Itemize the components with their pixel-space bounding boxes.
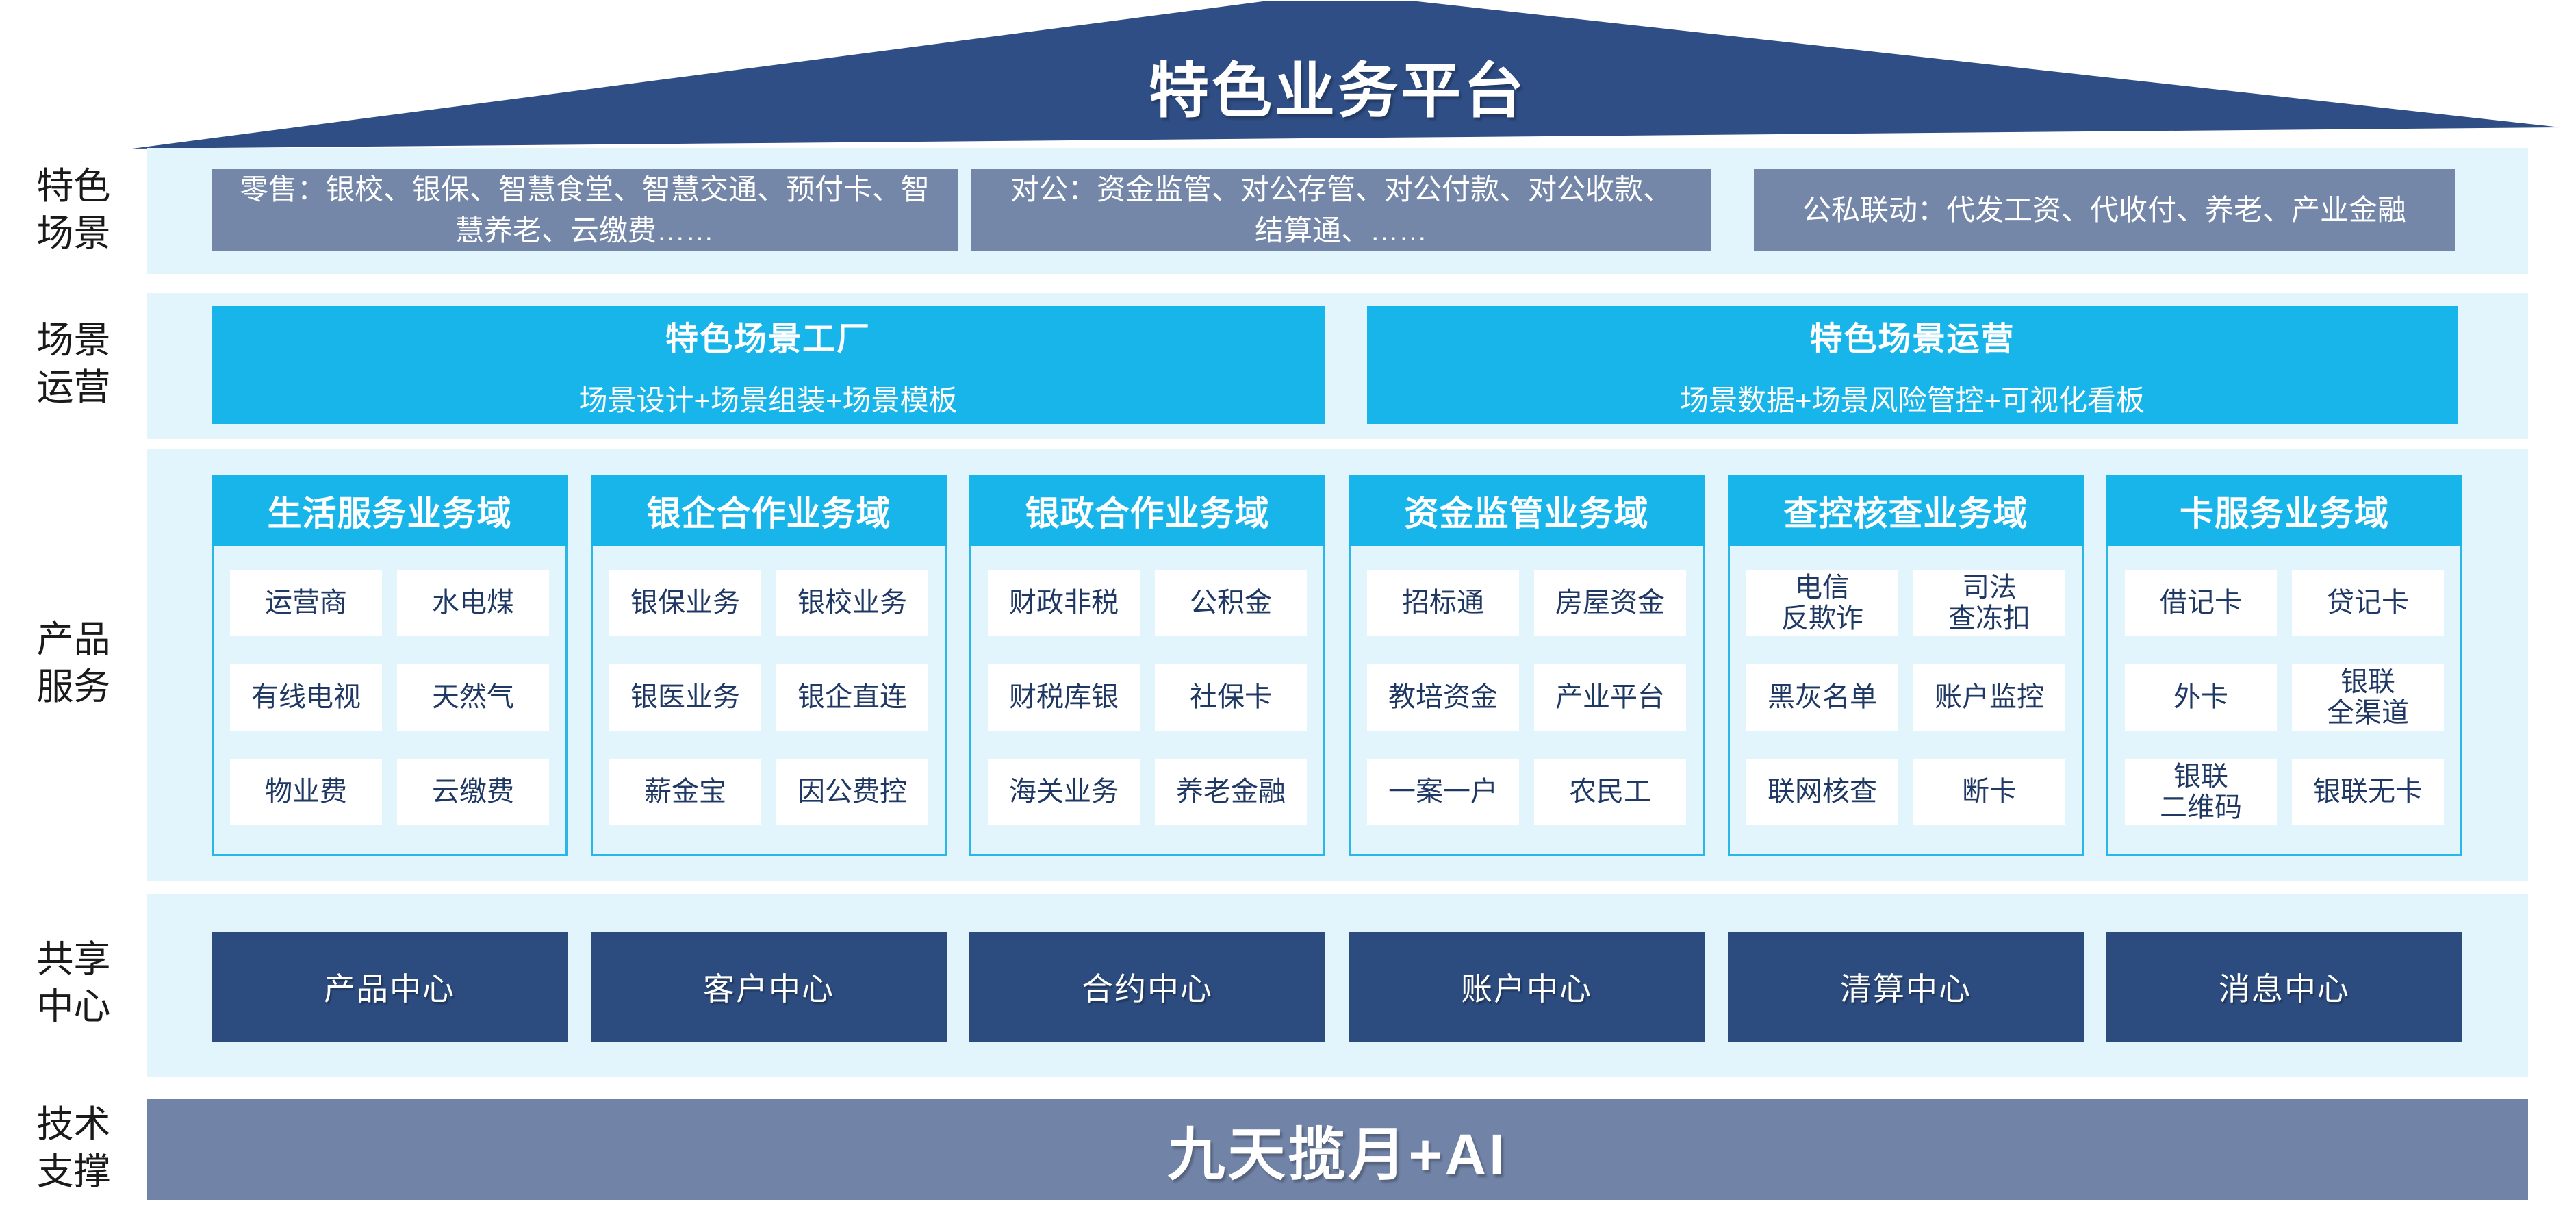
scenario-operation-box: 特色场景运营 场景数据+场景风险管控+可视化看板	[1367, 306, 2458, 424]
domain-cell: 账户监控	[1913, 664, 2065, 731]
domain-header: 银企合作业务域	[591, 475, 947, 546]
scenario-factory-subtitle: 场景设计+场景组装+场景模板	[578, 384, 958, 416]
domain-cell: 招标通	[1367, 570, 1519, 636]
domain-cell: 电信 反欺诈	[1746, 570, 1898, 636]
side-label-line: 中心	[36, 986, 111, 1028]
domain-cell: 薪金宝	[609, 759, 761, 825]
domain-cell: 财税库银	[988, 664, 1140, 731]
shared-center-product: 产品中心	[212, 932, 568, 1042]
domain-body: 财政非税 公积金 财税库银 社保卡 海关业务 养老金融	[969, 546, 1325, 856]
domain-column-card-services: 卡服务业务域 借记卡 贷记卡 外卡 银联 全渠道 银联 二维码 银联无卡	[2106, 475, 2462, 856]
side-label-line: 场景	[36, 320, 111, 361]
domain-header: 卡服务业务域	[2106, 475, 2462, 546]
domain-cell: 公积金	[1155, 570, 1307, 636]
domain-cell: 水电煤	[397, 570, 549, 636]
side-label-line: 运营	[36, 367, 111, 409]
domain-body: 借记卡 贷记卡 外卡 银联 全渠道 银联 二维码 银联无卡	[2106, 546, 2462, 856]
domain-header: 查控核查业务域	[1728, 475, 2084, 546]
scenario-box-retail: 零售：银校、银保、智慧食堂、智慧交通、预付卡、智慧养老、云缴费……	[212, 169, 958, 251]
domain-cell: 银联 全渠道	[2292, 664, 2444, 731]
side-label-line: 服务	[36, 666, 111, 708]
side-label-products: 产品 服务	[0, 616, 147, 711]
domain-cell: 天然气	[397, 664, 549, 731]
domain-cell: 因公费控	[776, 759, 928, 825]
domain-header: 资金监管业务域	[1349, 475, 1705, 546]
scenario-operation-title: 特色场景运营	[1809, 320, 2015, 357]
domain-cell: 银校业务	[776, 570, 928, 636]
scenario-box-public-private: 公私联动：代发工资、代收付、养老、产业金融	[1754, 169, 2455, 251]
domain-header: 生活服务业务域	[212, 475, 568, 546]
domain-cell: 房屋资金	[1534, 570, 1686, 636]
domain-body: 运营商 水电煤 有线电视 天然气 物业费 云缴费	[212, 546, 568, 856]
shared-center-customer: 客户中心	[591, 932, 947, 1042]
side-label-line: 共享	[36, 939, 111, 980]
side-label-scenarios: 特色 场景	[0, 163, 147, 257]
shared-center-account: 账户中心	[1349, 932, 1705, 1042]
domain-cell: 有线电视	[230, 664, 382, 731]
domain-cell: 银联无卡	[2292, 759, 2444, 825]
domain-cell: 借记卡	[2125, 570, 2277, 636]
products-band: 生活服务业务域 运营商 水电煤 有线电视 天然气 物业费 云缴费 银企合作业务域…	[147, 449, 2528, 881]
shared-centers-band: 产品中心 客户中心 合约中心 账户中心 清算中心 消息中心	[147, 894, 2528, 1077]
domain-column-bank-enterprise: 银企合作业务域 银保业务 银校业务 银医业务 银企直连 薪金宝 因公费控	[591, 475, 947, 856]
domain-cell: 银医业务	[609, 664, 761, 731]
domain-cell: 银保业务	[609, 570, 761, 636]
side-label-line: 支撑	[36, 1151, 111, 1193]
side-label-shared-centers: 共享 中心	[0, 936, 147, 1031]
domain-body: 银保业务 银校业务 银医业务 银企直连 薪金宝 因公费控	[591, 546, 947, 856]
domain-cell: 运营商	[230, 570, 382, 636]
scenario-box-corporate: 对公：资金监管、对公存管、对公付款、对公收款、结算通、……	[971, 169, 1711, 251]
domain-body: 电信 反欺诈 司法 查冻扣 黑灰名单 账户监控 联网核查 断卡	[1728, 546, 2084, 856]
domain-cell: 农民工	[1534, 759, 1686, 825]
scenario-factory-box: 特色场景工厂 场景设计+场景组装+场景模板	[212, 306, 1325, 424]
domain-cell: 社保卡	[1155, 664, 1307, 731]
domain-column-life-services: 生活服务业务域 运营商 水电煤 有线电视 天然气 物业费 云缴费	[212, 475, 568, 856]
domain-cell: 贷记卡	[2292, 570, 2444, 636]
domain-cell: 司法 查冻扣	[1913, 570, 2065, 636]
domain-cell: 外卡	[2125, 664, 2277, 731]
scenario-factory-title: 特色场景工厂	[665, 320, 871, 357]
side-label-line: 场景	[36, 213, 111, 255]
side-label-line: 产品	[36, 619, 111, 660]
domain-cell: 财政非税	[988, 570, 1140, 636]
domain-cell: 养老金融	[1155, 759, 1307, 825]
domain-cell: 云缴费	[397, 759, 549, 825]
domain-cell: 物业费	[230, 759, 382, 825]
roof-shape	[132, 1, 2561, 149]
operations-band: 特色场景工厂 场景设计+场景组装+场景模板 特色场景运营 场景数据+场景风险管控…	[147, 293, 2528, 439]
side-label-line: 技术	[36, 1104, 111, 1145]
shared-center-contract: 合约中心	[969, 932, 1325, 1042]
domain-cell: 产业平台	[1534, 664, 1686, 731]
domain-cell: 海关业务	[988, 759, 1140, 825]
shared-center-message: 消息中心	[2106, 932, 2462, 1042]
domain-cell: 银联 二维码	[2125, 759, 2277, 825]
domain-column-inspection-verification: 查控核查业务域 电信 反欺诈 司法 查冻扣 黑灰名单 账户监控 联网核查 断卡	[1728, 475, 2084, 856]
domain-cell: 银企直连	[776, 664, 928, 731]
side-label-tech-support: 技术 支撑	[0, 1101, 147, 1196]
domain-cell: 断卡	[1913, 759, 2065, 825]
tech-support-bar: 九天揽月+AI	[147, 1099, 2528, 1200]
scenario-operation-subtitle: 场景数据+场景风险管控+可视化看板	[1679, 384, 2145, 416]
domain-cell: 教培资金	[1367, 664, 1519, 731]
domain-column-bank-government: 银政合作业务域 财政非税 公积金 财税库银 社保卡 海关业务 养老金融	[969, 475, 1325, 856]
tech-support-label: 九天揽月+AI	[1167, 1122, 1508, 1187]
domain-cell: 一案一户	[1367, 759, 1519, 825]
domain-column-fund-supervision: 资金监管业务域 招标通 房屋资金 教培资金 产业平台 一案一户 农民工	[1349, 475, 1705, 856]
domain-header: 银政合作业务域	[969, 475, 1325, 546]
platform-title: 特色业务平台	[1148, 57, 1527, 125]
side-label-operations: 场景 运营	[0, 317, 147, 412]
scenarios-band: 零售：银校、银保、智慧食堂、智慧交通、预付卡、智慧养老、云缴费…… 对公：资金监…	[147, 148, 2528, 274]
domain-body: 招标通 房屋资金 教培资金 产业平台 一案一户 农民工	[1349, 546, 1705, 856]
domain-cell: 联网核查	[1746, 759, 1898, 825]
shared-center-clearing: 清算中心	[1728, 932, 2084, 1042]
side-label-line: 特色	[36, 166, 111, 207]
domain-cell: 黑灰名单	[1746, 664, 1898, 731]
